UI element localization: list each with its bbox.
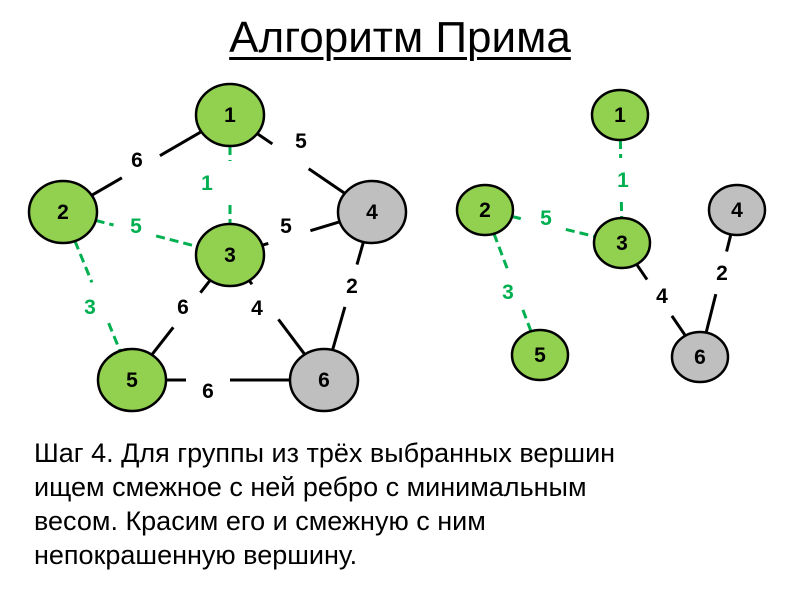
edge-weight-label: 1 [617,169,629,192]
node-2-label: 2 [479,199,491,222]
edge-4-6-segment [725,234,733,252]
edge-2-3-segment [565,228,596,238]
description-line: Шаг 4. Для группы из трёх выбранных верш… [34,438,616,468]
node-2-label: 2 [57,201,69,224]
edge-weight-label: 3 [84,296,96,319]
description-line: непокрашенную вершину. [34,540,358,570]
node-5-circle [510,328,570,382]
node-6-label: 6 [318,369,330,392]
edge-3-6-segment [670,315,687,337]
node-1-label: 1 [224,104,236,127]
node-1-label: 1 [614,104,626,127]
node-6-label: 6 [694,346,706,369]
node-4-label: 4 [731,199,743,222]
edge-2-3-segment [95,218,114,227]
node-1-circle [590,88,650,142]
node-5-label: 5 [126,369,138,392]
edge-4-6-segment [704,293,718,333]
edge-2-3-segment [511,215,524,221]
edge-weight-label: 2 [346,275,358,298]
edge-1-2-segment [159,130,203,157]
full-graph: 6 1 5 5 5 3 6 4 2 6 1 2 3 4 5 6 [27,82,408,413]
edge-weight-label: 3 [502,281,514,304]
edge-3-4-segment [309,220,341,233]
edge-3-6-segment [635,263,649,281]
edge-1-2-segment [90,176,123,197]
edge-1-4-segment [307,167,346,195]
node-6-circle [288,347,360,413]
node-3-label: 3 [616,232,628,255]
edge-weight-label: 5 [295,130,307,153]
node-2-circle [27,179,99,245]
edge-4-6-segment [331,306,347,351]
edge-2-5-segment [492,233,509,270]
edge-3-6-segment [277,318,306,356]
node-3-label: 3 [224,244,236,267]
edge-weight-label: 5 [130,215,142,238]
node-4-label: 4 [366,201,378,224]
edge-weight-label: 6 [131,149,143,172]
edge-weight-label: 5 [540,207,552,230]
edge-2-5-segment [73,240,94,283]
slide-title: Алгоритм Прима [229,13,571,62]
edge-3-5-segment [199,279,212,294]
node-6-circle [670,330,730,384]
edge-weight-label: 1 [201,172,213,195]
edge-2-3-segment [155,234,198,249]
edge-weight-label: 5 [280,215,292,238]
spanning-tree-graph: 1 5 3 4 2 1 2 3 4 5 6 [455,88,767,384]
node-5-label: 5 [534,344,546,367]
node-4-circle [336,179,408,245]
edge-3-5-segment [150,326,175,356]
node-3-circle [592,216,652,270]
edge-2-5-segment [107,322,122,352]
description-line: весом. Красим его и смежную с ним [34,506,486,536]
edge-weight-label: 4 [656,285,668,308]
node-2-circle [455,183,515,237]
node-3-circle [194,222,266,288]
edge-weight-label: 2 [716,262,728,285]
edge-1-4-segment [256,132,274,146]
edge-weight-label: 6 [202,380,214,403]
node-4-circle [707,183,767,237]
edge-4-6-segment [355,241,365,265]
node-5-circle [96,347,168,413]
node-1-circle [194,82,266,148]
description-line: ищем смежное с ней ребро с минимальным [34,472,587,502]
edge-weight-label: 4 [251,297,263,320]
edge-weight-label: 6 [177,296,189,319]
step-description: Шаг 4. Для группы из трёх выбранных верш… [34,436,774,572]
edge-2-5-segment [521,309,533,332]
